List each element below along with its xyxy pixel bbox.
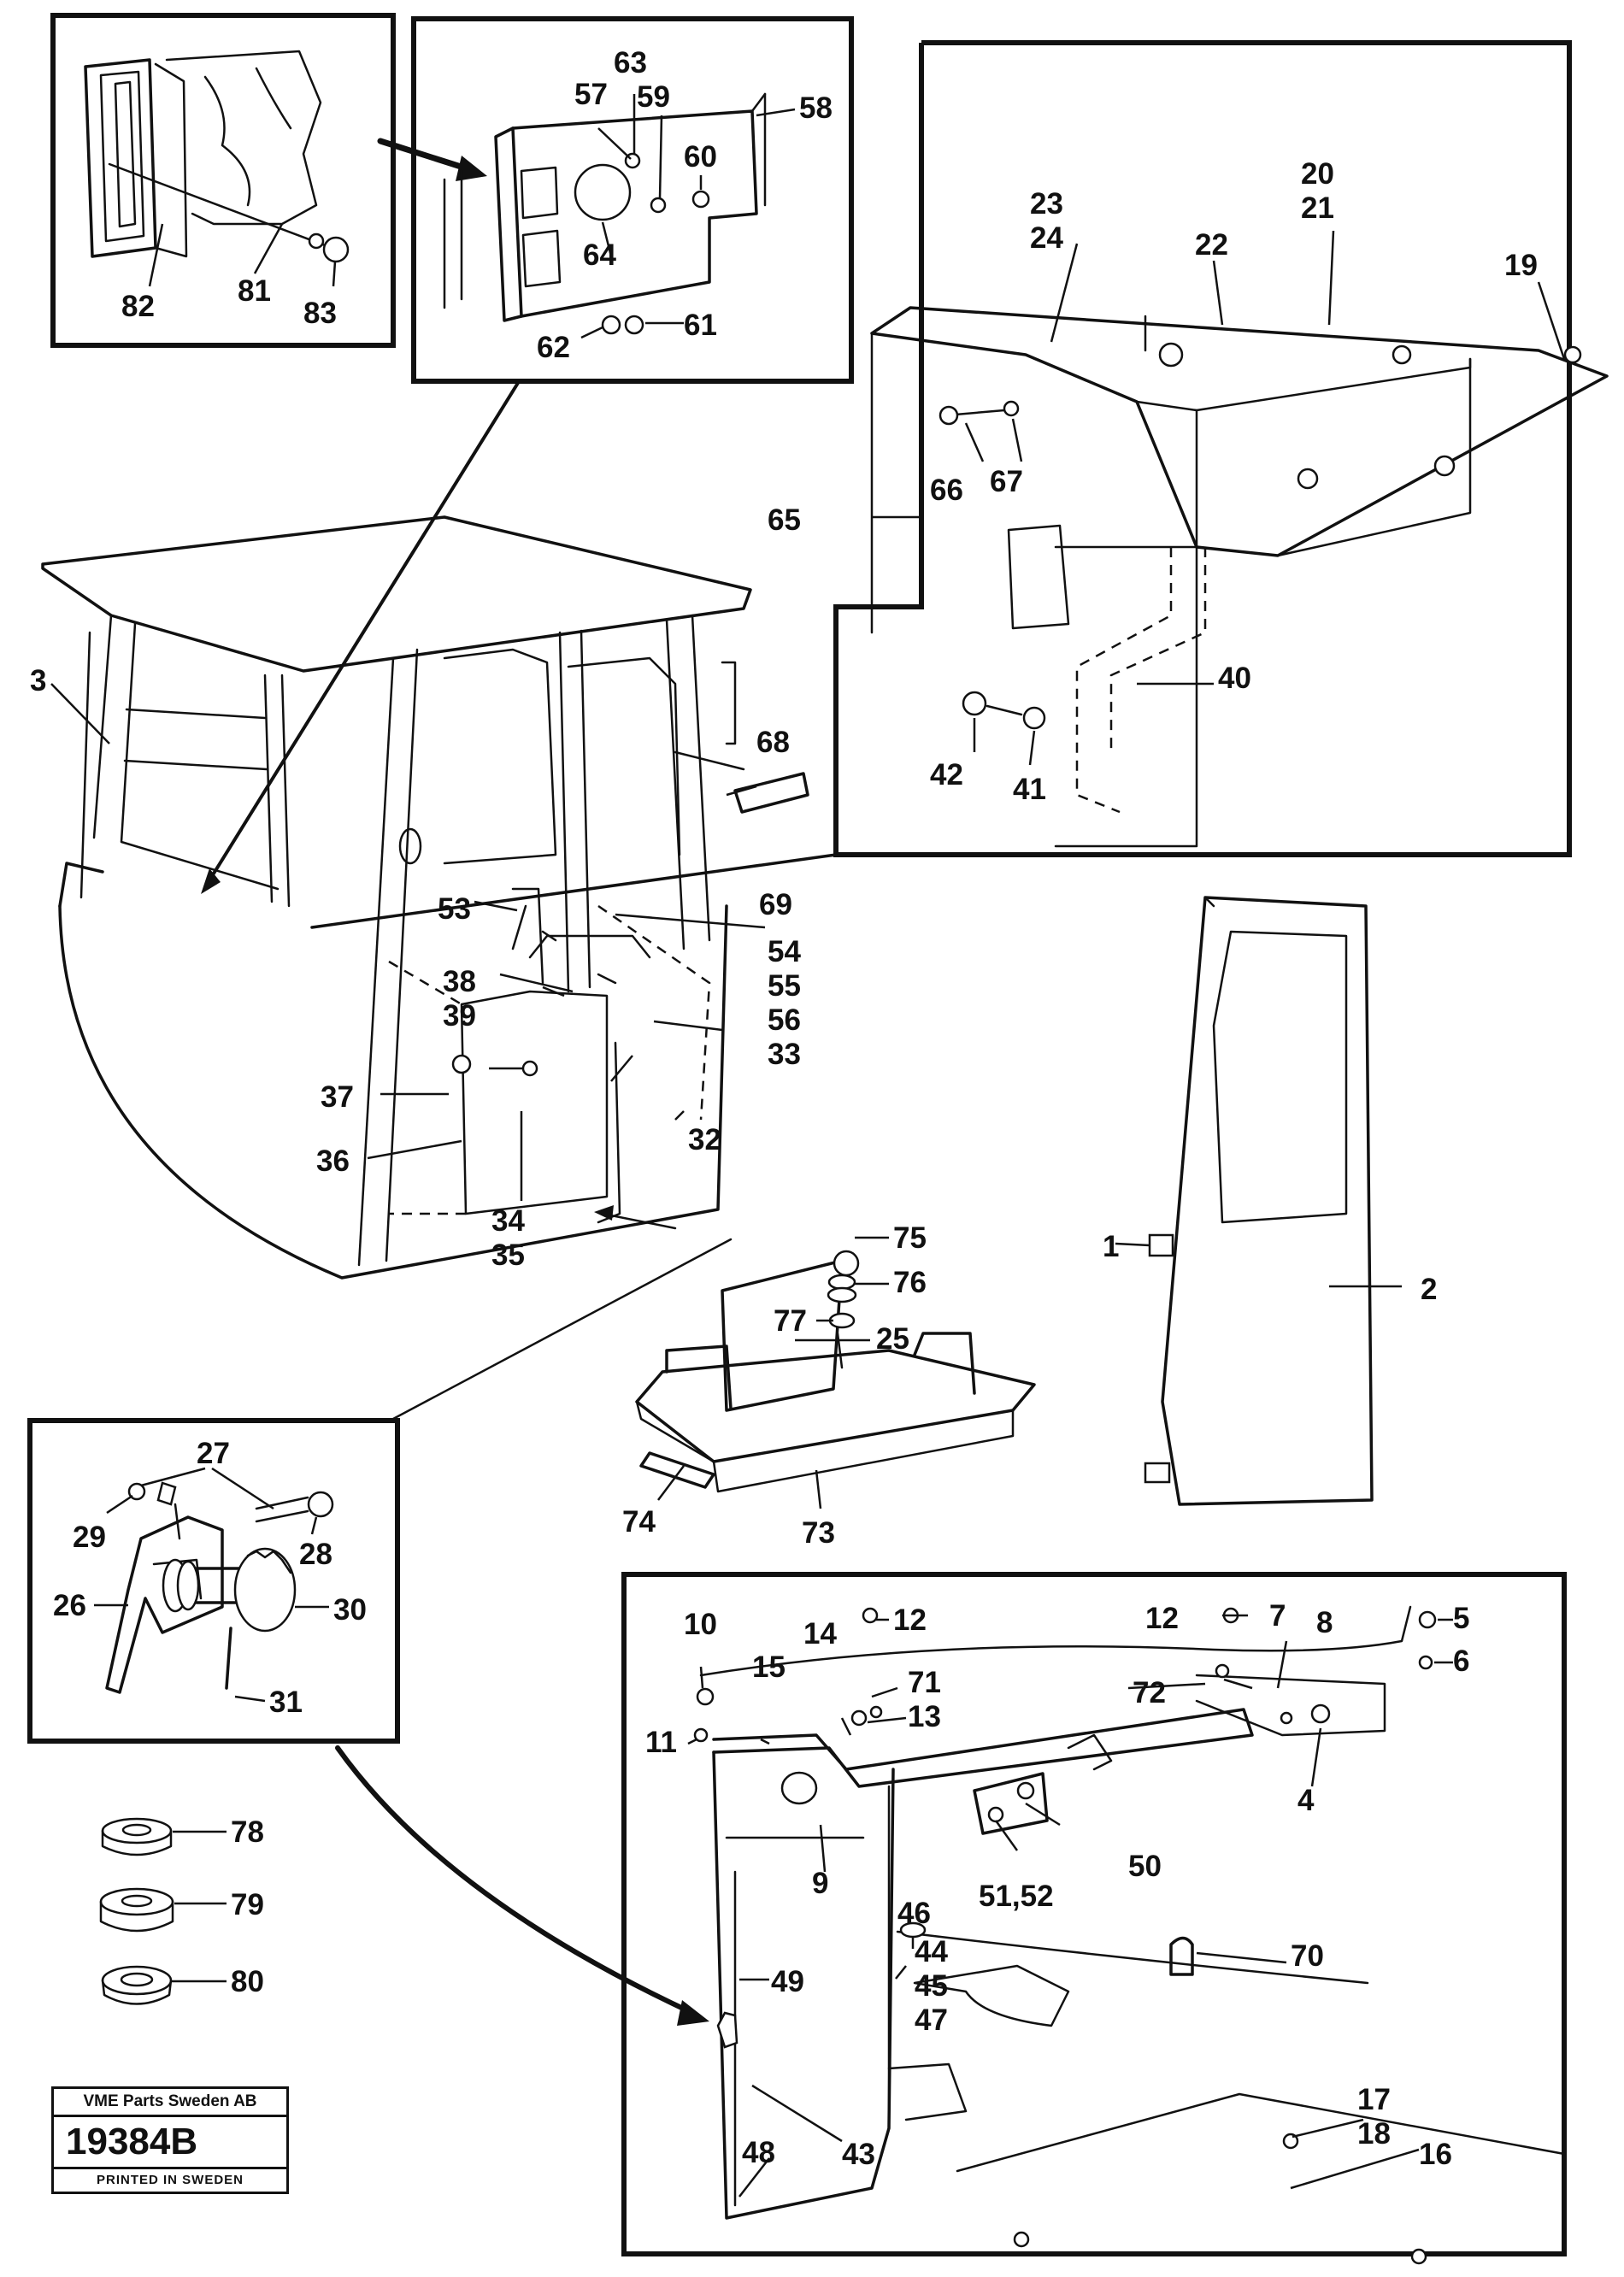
- grommets: [99, 1817, 227, 2005]
- part-label: 2: [1421, 1273, 1437, 1306]
- detail-latch: [27, 1418, 400, 1744]
- part-label: 64: [583, 238, 616, 272]
- part-label: 5: [1453, 1602, 1469, 1635]
- stamp-drawing-number: 19384B: [54, 2117, 286, 2169]
- part-label: 31: [269, 1686, 303, 1719]
- part-label: 81: [238, 274, 271, 308]
- part-label: 80: [231, 1965, 264, 1998]
- part-label: 67: [990, 465, 1023, 498]
- part-label: 55: [768, 969, 801, 1003]
- part-label: 43: [842, 2138, 875, 2171]
- part-label: 26: [53, 1589, 86, 1622]
- part-label: 58: [799, 91, 833, 125]
- part-label: 72: [1133, 1676, 1166, 1709]
- part-label: 54: [768, 935, 801, 968]
- detail-seat-frame: [621, 1572, 1567, 2265]
- stamp-company: VME Parts Sweden AB: [54, 2089, 286, 2117]
- part-label: 69: [759, 888, 792, 921]
- detail-hinge-bracket: [411, 16, 854, 384]
- part-label: 53: [438, 892, 471, 926]
- part-label: 3: [30, 664, 46, 697]
- part-label: 20: [1301, 157, 1334, 191]
- part-label: 34: [491, 1204, 525, 1238]
- part-label: 11: [645, 1726, 677, 1759]
- part-label: 17: [1357, 2083, 1391, 2116]
- part-labels: 1 2 3 4 5 6 7 8 9 10 11 12 12 13 14 15 1…: [30, 46, 1538, 2171]
- part-label: 7: [1269, 1599, 1286, 1633]
- part-label: 66: [930, 474, 963, 507]
- part-label: 45: [915, 1969, 948, 2003]
- part-label: 77: [774, 1304, 807, 1338]
- detail-seat-console: [833, 40, 1609, 857]
- part-label: 9: [812, 1867, 828, 1900]
- part-label: 12: [893, 1603, 927, 1637]
- part-label: 15: [752, 1650, 786, 1684]
- part-label: 38: [443, 965, 476, 998]
- part-label: 36: [316, 1144, 350, 1178]
- part-label: 62: [537, 331, 570, 364]
- part-label: 70: [1291, 1939, 1324, 1973]
- part-label: 49: [771, 1965, 804, 1998]
- part-label: 82: [121, 290, 155, 323]
- part-label: 13: [908, 1700, 941, 1733]
- part-label: 68: [756, 726, 790, 759]
- part-label: 23: [1030, 187, 1063, 221]
- cab-door: [1115, 896, 1402, 1506]
- part-label: 40: [1218, 662, 1251, 695]
- part-label: 57: [574, 78, 608, 111]
- part-label: 32: [688, 1123, 721, 1156]
- part-label: 61: [684, 309, 717, 342]
- part-label: 8: [1316, 1606, 1333, 1639]
- part-label: 71: [908, 1666, 941, 1699]
- part-label: 30: [333, 1593, 367, 1627]
- part-label: 14: [803, 1617, 837, 1650]
- part-label: 1: [1103, 1230, 1119, 1263]
- detail-panel-insert: [50, 13, 396, 348]
- part-label: 78: [231, 1815, 264, 1849]
- part-label: 76: [893, 1266, 927, 1299]
- part-label: 12: [1145, 1602, 1179, 1635]
- part-label: 4: [1297, 1784, 1315, 1817]
- part-label: 42: [930, 758, 963, 791]
- part-label: 25: [876, 1322, 909, 1356]
- part-label: 47: [915, 2003, 948, 2037]
- part-label: 73: [802, 1516, 835, 1550]
- part-label: 28: [299, 1538, 332, 1571]
- part-label: 56: [768, 1003, 801, 1037]
- part-label: 24: [1030, 221, 1063, 255]
- part-label: 74: [622, 1505, 656, 1539]
- part-label: 51,52: [979, 1880, 1054, 1913]
- part-label: 65: [768, 503, 801, 537]
- part-label: 33: [768, 1038, 801, 1071]
- part-label: 44: [915, 1935, 948, 1968]
- part-label: 6: [1453, 1644, 1469, 1678]
- part-label: 59: [637, 80, 670, 114]
- part-label: 39: [443, 999, 476, 1033]
- title-stamp: VME Parts Sweden AB 19384B PRINTED IN SW…: [51, 2086, 289, 2194]
- part-label: 10: [684, 1608, 717, 1641]
- part-label: 46: [897, 1897, 931, 1930]
- part-label: 79: [231, 1888, 264, 1921]
- part-label: 35: [491, 1239, 525, 1272]
- part-label: 75: [893, 1221, 927, 1255]
- part-label: 50: [1128, 1850, 1162, 1883]
- part-label: 21: [1301, 191, 1334, 225]
- part-label: 41: [1013, 773, 1046, 806]
- part-label: 29: [73, 1521, 106, 1554]
- cab-assembly: [41, 515, 809, 1280]
- part-label: 48: [742, 2136, 775, 2169]
- stamp-printed: PRINTED IN SWEDEN: [96, 2173, 244, 2187]
- part-label: 83: [303, 297, 337, 330]
- part-label: 16: [1419, 2138, 1452, 2171]
- part-label: 27: [197, 1437, 230, 1470]
- part-label: 22: [1195, 228, 1228, 262]
- part-label: 18: [1357, 2117, 1391, 2150]
- part-label: 60: [684, 140, 717, 174]
- part-label: 19: [1504, 249, 1538, 282]
- part-label: 37: [321, 1080, 354, 1114]
- part-label: 63: [614, 46, 647, 79]
- cover-and-cushion: [635, 1236, 1036, 1509]
